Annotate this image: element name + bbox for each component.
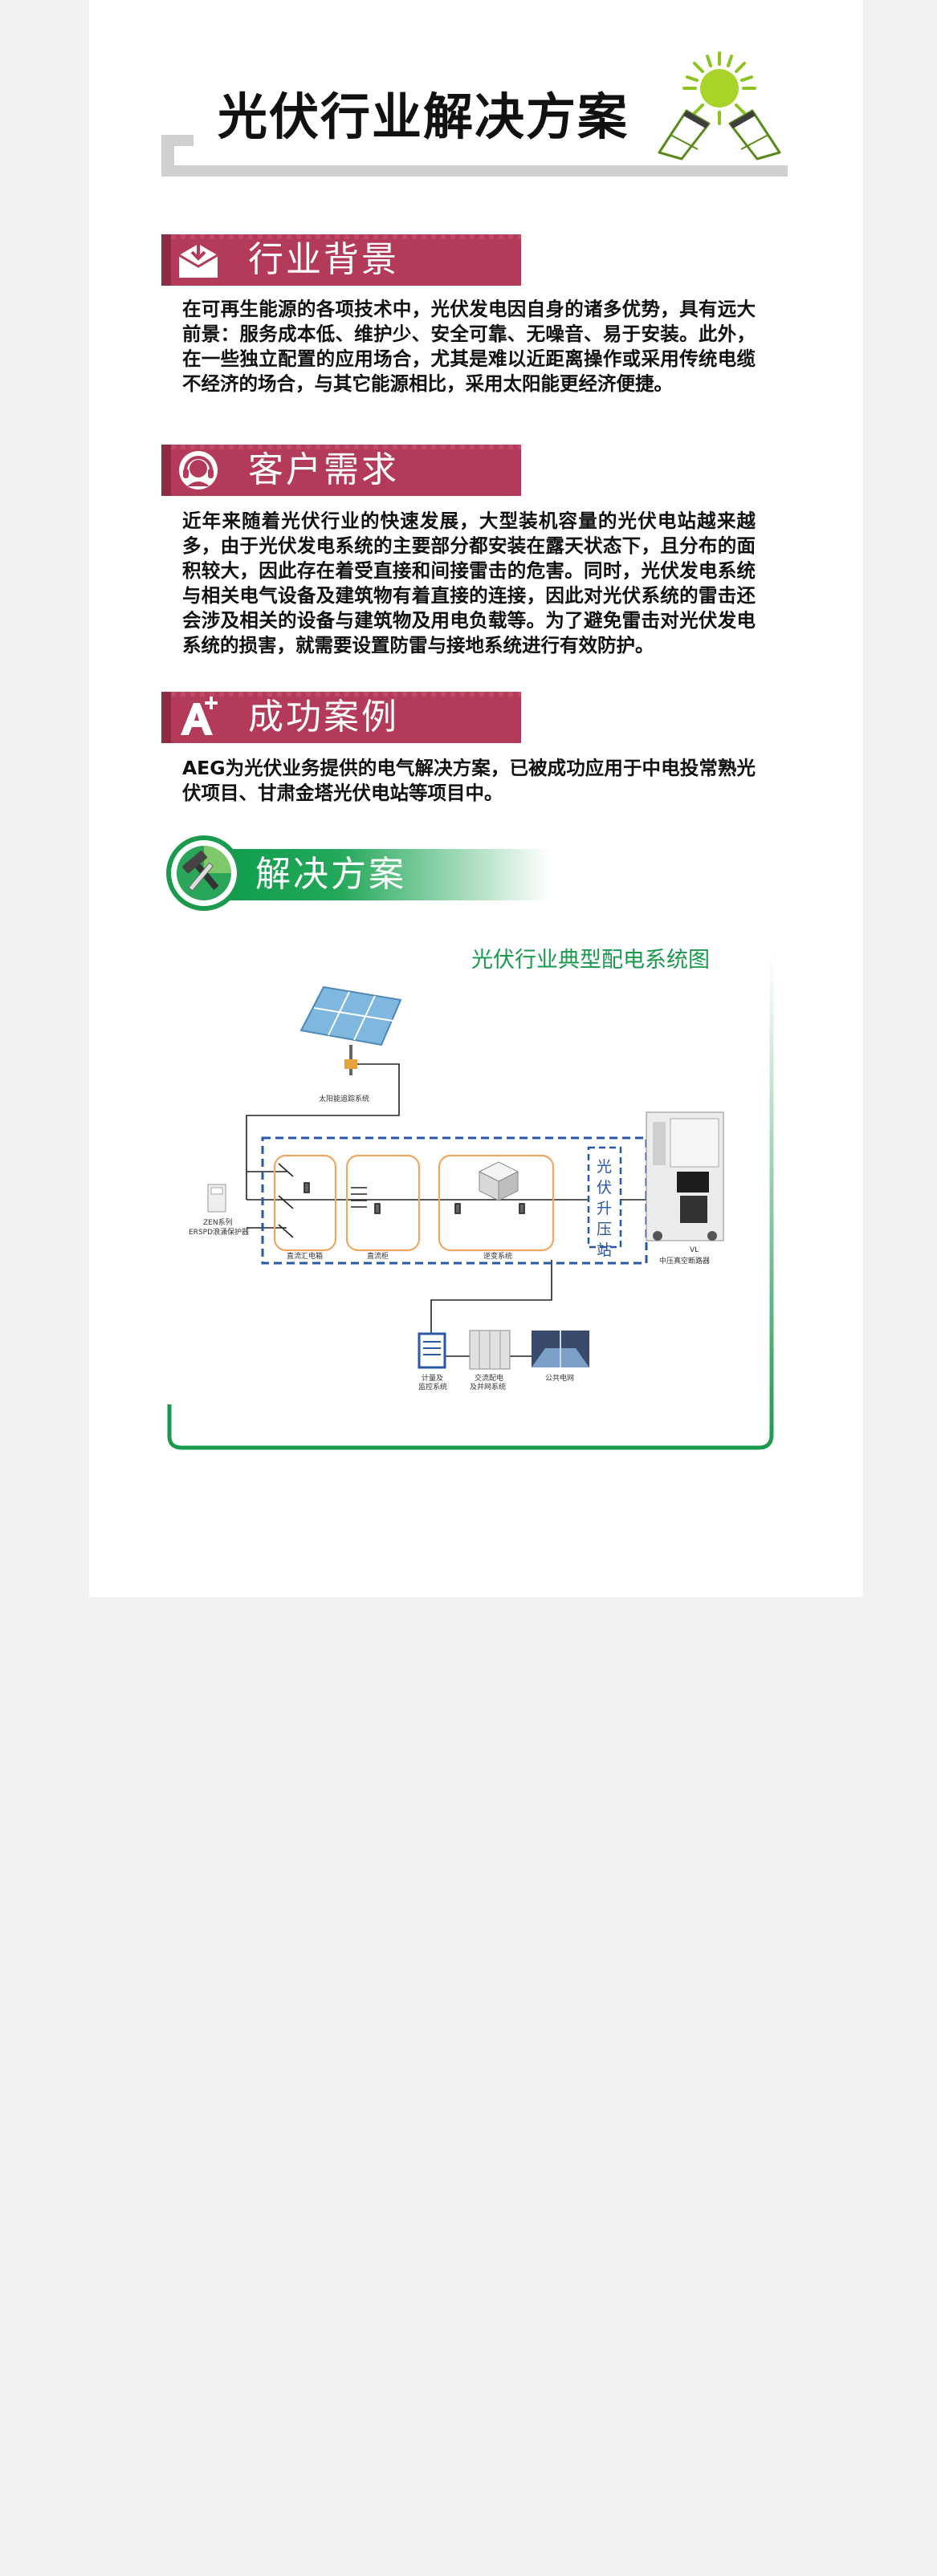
public-grid-icon: [532, 1331, 589, 1367]
hammer-wrench-icon: [166, 835, 242, 911]
sun-solar-panel-icon: [658, 51, 781, 160]
content-card: 光伏行业解决方案: [89, 0, 863, 1597]
section-header-industry-background: 行业背景: [161, 234, 521, 286]
download-envelope-icon: [178, 242, 218, 278]
ac-distribution-icon: [469, 1330, 511, 1370]
surge-series-label: ZEN系列: [203, 1217, 233, 1227]
diagram-title: 光伏行业典型配电系统图: [471, 948, 710, 973]
a-plus-icon: [181, 697, 218, 735]
metering-label: 计量及: [422, 1373, 443, 1383]
combiner-label: 直流汇电箱: [287, 1251, 323, 1261]
page-title: 光伏行业解决方案: [218, 87, 629, 146]
solar-panel-icon: [299, 985, 402, 1075]
surge-protector-label: ERSPD浪涌保护器: [189, 1227, 249, 1237]
booster-station-label: 光伏升压站: [597, 1158, 612, 1259]
dc-cabinet-label: 直流柜: [367, 1251, 389, 1261]
section-title: 解决方案: [255, 854, 406, 895]
section-title: 成功案例: [248, 697, 399, 737]
breaker-model-label: VL: [690, 1246, 699, 1254]
grid-connection-label: 及并网系统: [470, 1382, 506, 1392]
section-title: 行业背景: [248, 239, 399, 280]
inverter-icon: [478, 1161, 519, 1201]
section-body-text: 近年来随着光伏行业的快速发展，大型装机容量的光伏电站越来越多，由于光伏发电系统的…: [182, 510, 756, 656]
monitoring-label: 监控系统: [418, 1382, 447, 1392]
breaker-name-label: 中压真空断路器: [659, 1256, 710, 1266]
ac-distribution-label: 交流配电: [475, 1373, 503, 1383]
metering-monitoring-icon: [418, 1332, 446, 1369]
inverter-label: 逆变系统: [483, 1251, 512, 1261]
surge-protector-icon: [207, 1184, 226, 1213]
public-grid-label: 公共电网: [545, 1373, 574, 1383]
section-body-text: 在可再生能源的各项技术中，光伏发电因自身的诸多优势，具有远大前景：服务成本低、维…: [182, 298, 756, 395]
section-body-text: AEG为光伏业务提供的电气解决方案，已被成功应用于中电投常熟光伏项目、甘肃金塔光…: [182, 757, 756, 804]
distribution-diagram: 光伏行业典型配电系统图 太阳能追踪系统: [166, 923, 775, 1453]
section-header-solution: 解决方案: [165, 835, 583, 911]
headset-agent-icon: [179, 451, 218, 490]
diagram-border: [167, 955, 774, 1450]
tracking-system-label: 太阳能追踪系统: [319, 1094, 369, 1103]
vacuum-breaker-icon: [646, 1111, 724, 1241]
section-title: 客户需求: [248, 449, 399, 490]
title-underline: [161, 165, 788, 177]
diagram-schematic: 太阳能追踪系统: [189, 985, 724, 1392]
section-header-success-cases: 成功案例: [161, 692, 521, 743]
section-header-customer-needs: 客户需求: [161, 445, 521, 496]
